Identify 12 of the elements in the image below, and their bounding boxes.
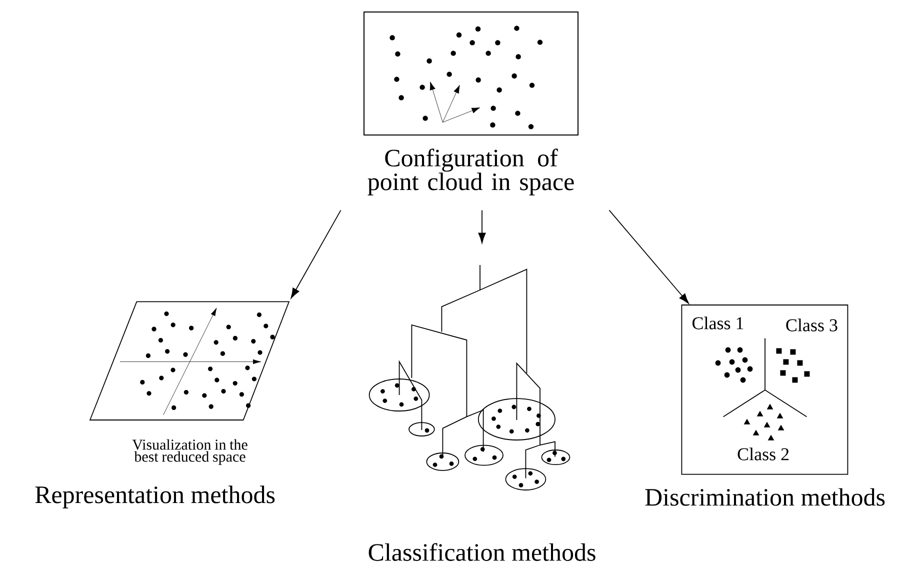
node-label: Configuration of point cloud in space [368,148,574,196]
class-panel: Class 1 Class 3 Class 2 [681,304,848,475]
method-title: Discrimination methods [645,488,885,506]
node-label: Class 2 [738,448,789,460]
arrow [478,210,486,244]
method-title: Representation methods [35,486,275,508]
node-label: Visualization in the best reduced space [132,439,248,465]
node-label: Class 1 [692,316,744,330]
method-title: Classification methods [368,543,596,561]
node-label: Class 3 [786,318,838,332]
arrow [290,210,342,298]
arrow [608,210,689,304]
